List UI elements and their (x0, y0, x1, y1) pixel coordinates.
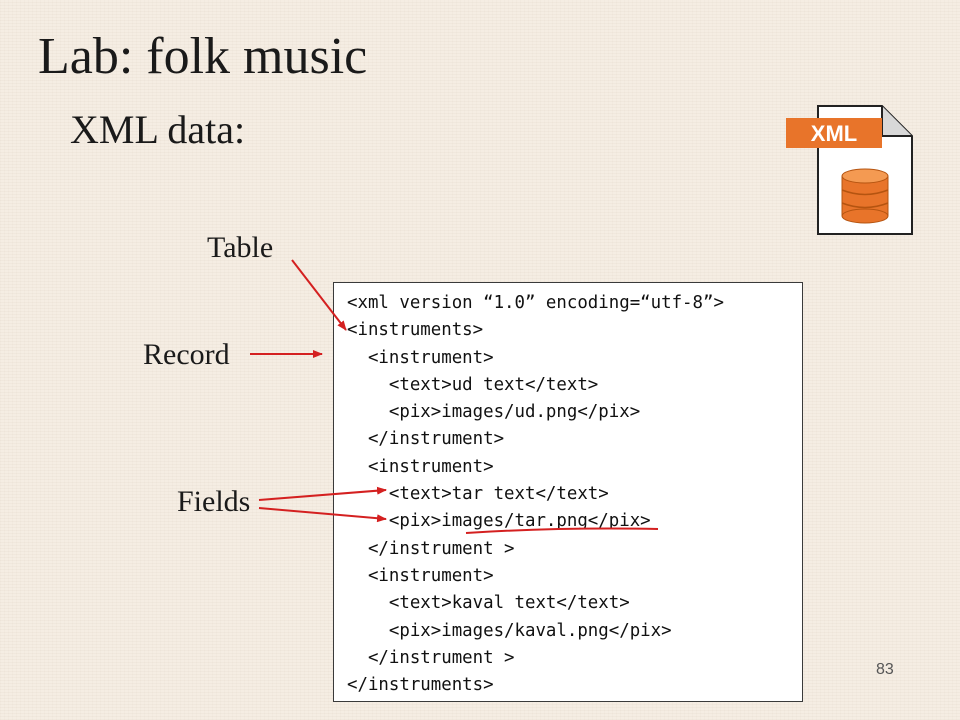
code-line: <pix>images/ud.png</pix> (347, 402, 641, 423)
xml-database-file-icon: XML (786, 105, 913, 235)
code-line: </instrument > (347, 538, 515, 559)
xml-code-block: <xml version “1.0” encoding=“utf-8”> <ins… (333, 282, 803, 702)
code-line: <instrument> (347, 456, 494, 477)
table-label: Table (207, 231, 274, 264)
code-line: </instrument > (347, 647, 515, 668)
code-line: <xml version “1.0” encoding=“utf-8”> (347, 293, 724, 313)
code-line: <pix>images/tar.png</pix> (347, 511, 651, 532)
fields-label: Fields (177, 485, 251, 518)
code-line: <instrument> (347, 347, 494, 368)
record-label: Record (143, 338, 230, 371)
code-line: <text>kaval text</text> (347, 593, 630, 614)
code-line: <text>ud text</text> (347, 374, 599, 395)
code-line: <pix>images/kaval.png</pix> (347, 620, 672, 641)
slide-title: Lab: folk music (38, 28, 368, 85)
slide-subtitle: XML data: (70, 107, 246, 152)
code-line: </instrument> (347, 429, 505, 450)
code-line: <text>tar text</text> (347, 484, 609, 505)
code-line: <instruments> (347, 320, 484, 341)
page-number: 83 (876, 661, 894, 678)
code-line: <instrument> (347, 565, 494, 586)
database-icon (841, 168, 889, 224)
xml-badge-text: XML (811, 121, 857, 146)
code-line: </instruments> (347, 675, 494, 696)
